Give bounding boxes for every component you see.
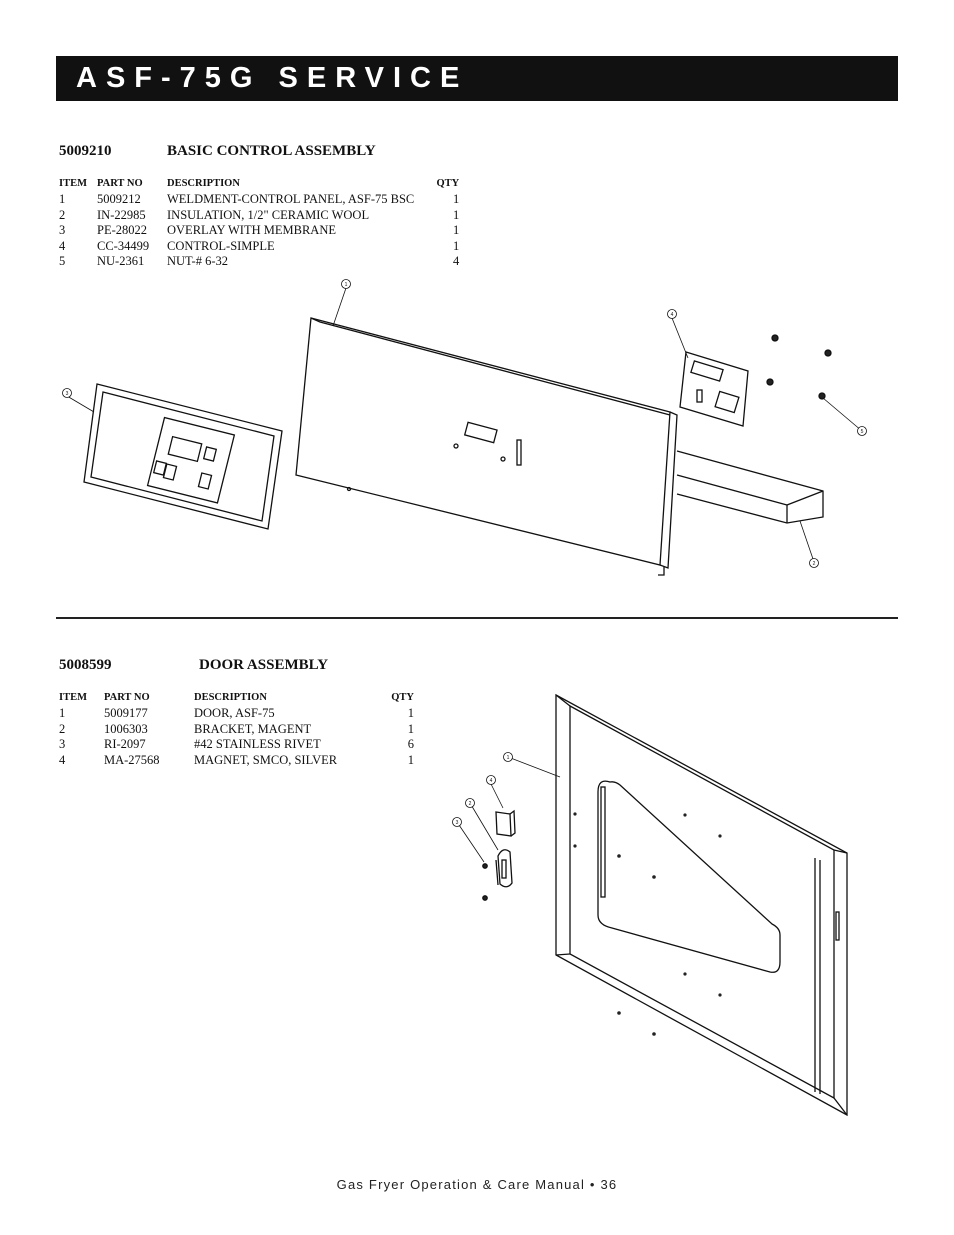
- door-holes: [573, 812, 722, 1036]
- table-row: 2 1006303 BRACKET, MAGENT 1: [59, 722, 414, 738]
- part-number: PE-28022: [97, 223, 147, 238]
- svg-text:4: 4: [490, 778, 493, 784]
- part-qty: 1: [407, 721, 414, 736]
- callout-5: 5: [857, 426, 867, 436]
- rivets-drawing: [482, 863, 488, 901]
- table-header-row: ITEM PART NO DESCRIPTION QTY: [59, 691, 414, 706]
- col-description: DESCRIPTION: [167, 178, 240, 189]
- table-row: 1 5009177 DOOR, ASF-75 1: [59, 706, 414, 722]
- svg-text:2: 2: [469, 801, 472, 807]
- table-row: 3 RI-2097 #42 STAINLESS RIVET 6: [59, 737, 414, 753]
- part-number: MA-27568: [104, 752, 160, 767]
- part-qty: 4: [453, 254, 460, 269]
- table-row: 4 MA-27568 MAGNET, SMCO, SILVER 1: [59, 753, 414, 769]
- item-number: 5: [59, 254, 66, 269]
- callout-2: 2: [809, 558, 819, 568]
- callout-4: 4: [667, 309, 677, 319]
- table-row: 2 IN-22985 INSULATION, 1/2" CERAMIC WOOL…: [59, 208, 459, 224]
- callout-2: 2: [465, 798, 475, 808]
- part-description: #42 STAINLESS RIVET: [194, 737, 321, 752]
- part-description: NUT-# 6-32: [167, 254, 228, 269]
- item-number: 3: [59, 737, 66, 752]
- section-divider: [56, 617, 898, 619]
- parts-table-door: ITEM PART NO DESCRIPTION QTY 1 5009177 D…: [59, 691, 414, 768]
- item-number: 4: [59, 752, 66, 767]
- control-assembly-diagram: 1 2 3 4 5: [62, 279, 867, 576]
- callout-3: 3: [452, 817, 462, 827]
- svg-text:3: 3: [456, 820, 459, 826]
- part-number: RI-2097: [104, 737, 146, 752]
- table-row: 4 CC-34499 CONTROL-SIMPLE 1: [59, 239, 459, 255]
- part-description: DOOR, ASF-75: [194, 706, 275, 720]
- table-row: 1 5009212 WELDMENT-CONTROL PANEL, ASF-75…: [59, 192, 459, 208]
- table-row: 5 NU-2361 NUT-# 6-32 4: [59, 254, 459, 270]
- nuts-drawing: [766, 334, 832, 400]
- table-row: 3 PE-28022 OVERLAY WITH MEMBRANE 1: [59, 223, 459, 239]
- callout-1: 1: [341, 279, 351, 289]
- door-assembly-diagram: 1 2 3 4: [452, 693, 848, 1117]
- part-description: BRACKET, MAGENT: [194, 721, 312, 736]
- item-number: 2: [59, 721, 66, 736]
- col-part-no: PART NO: [97, 178, 143, 189]
- control-panel-weldment-drawing: [295, 317, 678, 576]
- overlay-membrane-drawing: [83, 383, 283, 530]
- svg-text:4: 4: [671, 312, 674, 318]
- item-number: 1: [59, 192, 66, 206]
- part-qty: 6: [407, 737, 414, 752]
- part-description: INSULATION, 1/2" CERAMIC WOOL: [167, 207, 370, 222]
- part-qty: 1: [407, 752, 414, 767]
- control-board-drawing: [679, 351, 749, 427]
- part-number: 1006303: [104, 721, 148, 736]
- svg-text:5: 5: [861, 429, 864, 435]
- col-description: DESCRIPTION: [194, 692, 267, 703]
- leader-lines: [456, 756, 561, 863]
- section-part-number: 5008599: [59, 657, 112, 673]
- part-description: OVERLAY WITH MEMBRANE: [167, 223, 336, 238]
- col-part-no: PART NO: [104, 692, 150, 703]
- part-number: CC-34499: [97, 238, 150, 253]
- svg-text:2: 2: [813, 561, 816, 567]
- callout-1: 1: [503, 752, 513, 762]
- part-number: 5009177: [104, 706, 148, 720]
- section-part-number: 5009210: [59, 143, 112, 159]
- leader-lines: [66, 287, 863, 560]
- part-description: WELDMENT-CONTROL PANEL, ASF-75 BSC: [167, 192, 415, 206]
- col-item: ITEM: [59, 692, 88, 703]
- part-number: IN-22985: [97, 207, 146, 222]
- callout-4: 4: [486, 775, 496, 785]
- part-description: CONTROL-SIMPLE: [167, 238, 275, 253]
- svg-text:1: 1: [507, 755, 510, 761]
- page-title: ASF-75G SERVICE: [76, 62, 469, 94]
- item-number: 2: [59, 207, 66, 222]
- part-qty: 1: [453, 192, 460, 206]
- part-qty: 1: [453, 223, 460, 238]
- part-number: 5009212: [97, 192, 141, 206]
- section-title: DOOR ASSEMBLY: [199, 657, 329, 673]
- magnet-drawing: [495, 809, 516, 837]
- door-drawing: [555, 693, 848, 1117]
- part-qty: 1: [407, 706, 414, 720]
- page-title-banner: ASF-75G SERVICE: [56, 56, 898, 101]
- col-qty: QTY: [391, 692, 414, 703]
- insulation-drawing: [676, 450, 824, 524]
- part-number: NU-2361: [97, 254, 145, 269]
- item-number: 3: [59, 223, 66, 238]
- table-header-row: ITEM PART NO DESCRIPTION QTY: [59, 177, 459, 192]
- svg-text:3: 3: [66, 391, 69, 397]
- section-title: BASIC CONTROL ASSEMBLY: [167, 143, 376, 159]
- col-qty: QTY: [436, 178, 460, 189]
- item-number: 4: [59, 238, 66, 253]
- parts-table-control: ITEM PART NO DESCRIPTION QTY 1 5009212 W…: [59, 177, 459, 270]
- part-qty: 1: [453, 238, 460, 253]
- col-item: ITEM: [59, 178, 88, 189]
- callout-3: 3: [62, 388, 72, 398]
- bracket-drawing: [495, 849, 513, 888]
- svg-text:1: 1: [345, 282, 348, 288]
- item-number: 1: [59, 706, 66, 720]
- part-description: MAGNET, SMCO, SILVER: [194, 752, 338, 767]
- part-qty: 1: [453, 207, 460, 222]
- page-footer: Gas Fryer Operation & Care Manual • 36: [336, 1177, 618, 1192]
